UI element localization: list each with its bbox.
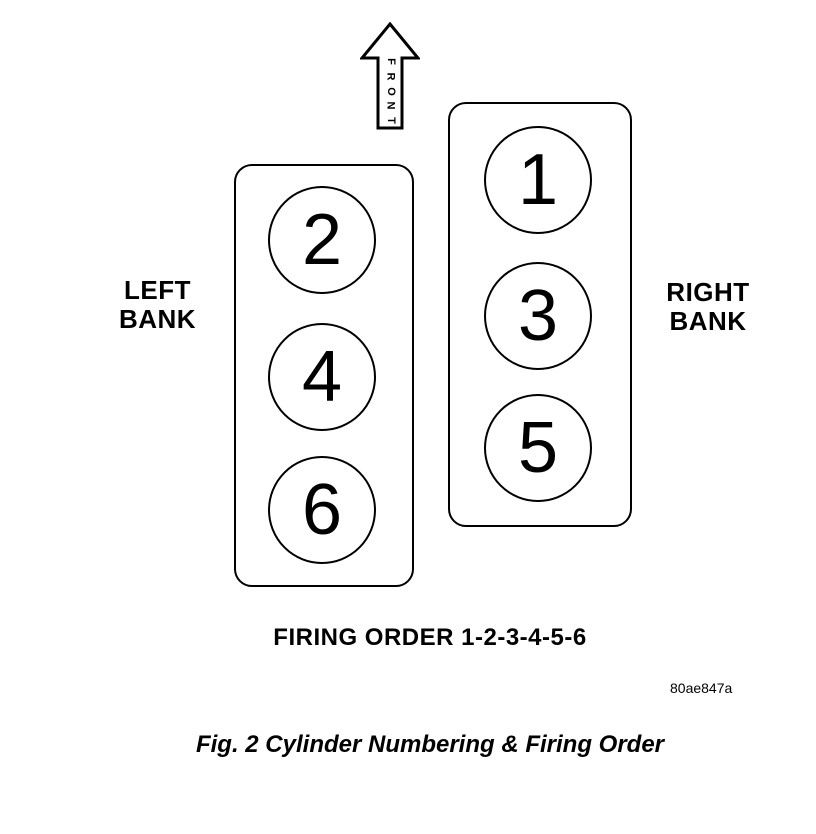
front-letter: F xyxy=(384,58,397,65)
front-letter: R xyxy=(384,72,397,81)
firing-order-text: FIRING ORDER 1-2-3-4-5-6 xyxy=(273,624,587,651)
cylinder-2: 2 xyxy=(268,186,376,294)
left-bank-label-line2: BANK xyxy=(118,304,197,334)
cylinder-1: 1 xyxy=(484,126,592,234)
front-letter: N xyxy=(384,101,397,110)
left-bank-label-line1: LEFT xyxy=(124,275,191,305)
front-letter: O xyxy=(384,86,397,96)
reference-code: 80ae847a xyxy=(670,680,733,696)
front-arrow-icon xyxy=(360,22,420,130)
left-bank-label: LEFT BANK xyxy=(110,276,205,334)
right-bank-label: RIGHT BANK xyxy=(656,278,760,336)
front-letter: T xyxy=(384,117,397,124)
right-bank-label-line2: BANK xyxy=(669,306,747,336)
cylinder-5: 5 xyxy=(484,394,592,502)
front-label: F R O N T xyxy=(380,56,400,126)
right-bank-label-line1: RIGHT xyxy=(666,277,750,307)
cylinder-3: 3 xyxy=(484,262,592,370)
cylinder-4: 4 xyxy=(268,323,376,431)
left-bank-box: 2 4 6 xyxy=(234,164,414,587)
figure-caption: Fig. 2 Cylinder Numbering & Firing Order xyxy=(195,731,665,758)
cylinder-6: 6 xyxy=(268,456,376,564)
right-bank-box: 1 3 5 xyxy=(448,102,632,527)
